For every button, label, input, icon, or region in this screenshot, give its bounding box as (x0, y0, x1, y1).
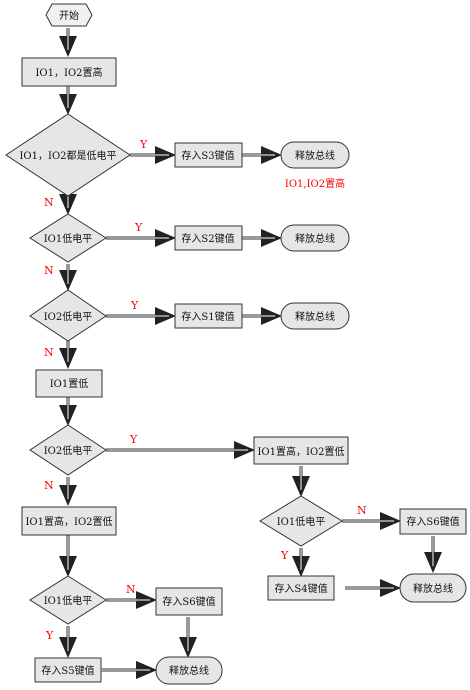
decision-io1-low-a-label: IO1低电平 (44, 232, 93, 245)
release-right-label: 释放总线 (413, 582, 453, 595)
label-no-2: N (44, 264, 54, 277)
release-2-label: 释放总线 (295, 232, 335, 245)
label-yes-2: Y (134, 221, 143, 234)
release-3-label: 释放总线 (295, 310, 335, 323)
process-store-s2: 存入S2键值 (174, 225, 243, 251)
set-high-label: IO1，IO2置高 (35, 66, 102, 79)
store-s6-right-label: 存入S6键值 (406, 515, 459, 528)
label-no-3: N (44, 346, 54, 359)
terminal-release-3: 释放总线 (280, 302, 350, 330)
terminal-release-1: 释放总线 (280, 141, 350, 169)
decision-io2-low-b: IO2低电平 (29, 424, 107, 476)
decision-io1-low-right-label: IO1低电平 (277, 515, 326, 528)
label-no-1: N (44, 196, 54, 209)
decision-io1-low-left-label: IO1低电平 (44, 594, 93, 607)
label-yes-5: Y (280, 549, 289, 562)
process-store-s4: 存入S4键值 (267, 575, 335, 601)
process-io1-high-io2-low-right: IO1置高，IO2置低 (253, 436, 349, 465)
process-store-s6-left: 存入S6键值 (155, 587, 223, 616)
label-yes-3: Y (130, 299, 139, 312)
process-store-s5: 存入S5键值 (34, 657, 102, 683)
label-yes-1: Y (139, 138, 148, 151)
terminal-release-right: 释放总线 (399, 573, 467, 603)
label-no-6: N (126, 583, 136, 596)
terminal-release-2: 释放总线 (280, 224, 350, 252)
process-set-high: IO1，IO2置高 (21, 57, 117, 87)
process-store-s1: 存入S1键值 (174, 303, 243, 329)
release-1-label: 释放总线 (295, 149, 335, 162)
io1-high-io2-low-left-label: IO1置高，IO2置低 (25, 515, 112, 528)
arrows (59, 28, 442, 679)
decision-io2-low-a-label: IO2低电平 (44, 310, 93, 323)
label-no-5: N (357, 504, 367, 517)
store-s5-label: 存入S5键值 (41, 664, 94, 677)
label-yes-6: Y (45, 629, 54, 642)
io1-high-io2-low-right-label: IO1置高，IO2置低 (257, 445, 344, 458)
decision-io1-low-left: IO1低电平 (29, 575, 107, 625)
edge-labels: Y N Y N Y N Y N N Y N Y (44, 138, 367, 642)
store-s4-label: 存入S4键值 (274, 582, 327, 595)
store-s6-left-label: 存入S6键值 (162, 595, 215, 608)
store-s3-label: 存入S3键值 (181, 149, 234, 162)
reset-note: IO1,IO2置高 (285, 177, 345, 190)
decision-io1-low-right: IO1低电平 (259, 495, 343, 547)
process-store-s6-right: 存入S6键值 (399, 508, 467, 535)
process-io1-low: IO1置低 (35, 369, 103, 398)
label-no-4: N (44, 479, 54, 492)
store-s2-label: 存入S2键值 (181, 232, 234, 245)
terminal-release-left: 释放总线 (155, 656, 223, 685)
decision-both-low-label: IO1，IO2都是低电平 (19, 149, 116, 162)
process-store-s3: 存入S3键值 (174, 142, 243, 168)
decision-io2-low-b-label: IO2低电平 (44, 444, 93, 457)
start-label: 开始 (59, 9, 79, 22)
decision-io1-low-a: IO1低电平 (29, 213, 107, 263)
label-yes-4: Y (129, 433, 138, 446)
decision-both-low: IO1，IO2都是低电平 (5, 113, 131, 197)
release-left-label: 释放总线 (169, 664, 209, 677)
process-io1-high-io2-low-left: IO1置高，IO2置低 (21, 506, 117, 536)
io1-low-label: IO1置低 (50, 377, 89, 390)
decision-io2-low-a: IO2低电平 (29, 289, 107, 342)
store-s1-label: 存入S1键值 (181, 310, 234, 323)
start-node: 开始 (45, 3, 93, 27)
